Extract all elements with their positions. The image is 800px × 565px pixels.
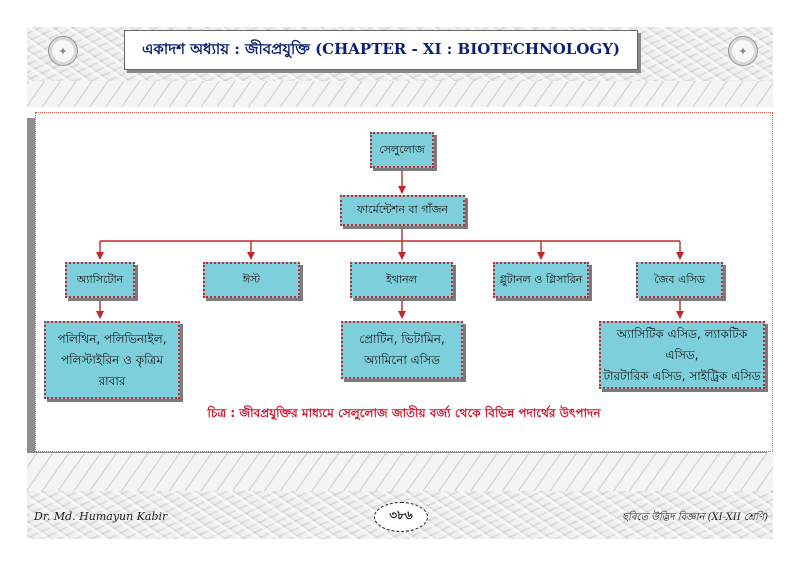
node-ethanol: ইথানল [350,262,453,298]
panel-shadow-left [27,118,35,458]
chapter-title: একাদশ অধ্যায় : জীবপ্রযুক্তি (CHAPTER - … [141,39,621,58]
node-acetone-derivatives: পলিথিন, পলিভিনাইল, পলিস্টাইরিন ও কৃত্রিম… [44,321,180,399]
node-glutanol-glycerin-label: গ্লুটানল ও গ্লিসারিন [499,272,583,286]
decorative-stripe-top [27,81,773,107]
page-number-badge: ৩৮৬ [374,502,428,532]
footer-book-title: ছবিতে উদ্ভিদ বিজ্ঞান (XI-XII শ্রেণি) [621,512,768,523]
footer-author: Dr. Md. Humayun Kabir [34,510,168,523]
node-yeast-label: ঈস্ট [242,272,261,286]
node-organic-acid: জৈব এসিড [636,262,723,298]
chapter-title-box: একাদশ অধ্যায় : জীবপ্রযুক্তি (CHAPTER - … [124,30,638,70]
node-ethanol-label: ইথানল [386,272,417,286]
right-calligraphy-emblem-icon: ✦ [728,36,758,66]
node-yeast: ঈস্ট [203,262,300,298]
page-number: ৩৮৬ [389,508,413,522]
node-organic-acid-derivatives: অ্যাসিটিক এসিড, ল্যাকটিক এসিড, টারটারিক … [599,321,765,389]
node-ethanol-derivatives: প্রোটিন, ভিটামিন, অ্যামিনো এসিড [341,321,463,379]
organic-acid-derivatives-line-2: টারটারিক এসিড, সাইট্রিক এসিড [603,368,761,383]
node-cellulose-label: সেলুলোজ [379,142,425,156]
left-calligraphy-emblem-icon: ✦ [48,36,78,66]
node-acetone: অ্যাসিটোন [65,262,135,298]
node-glutanol-glycerin: গ্লুটানল ও গ্লিসারিন [493,262,589,298]
ethanol-derivatives-line-2: অ্যামিনো এসিড [363,353,441,367]
node-acetone-label: অ্যাসিটোন [76,272,124,286]
acetone-derivatives-line-2: পলিস্টাইরিন ও কৃত্রিম রাবার [60,352,164,388]
decorative-stripe-bottom [27,453,773,491]
acetone-derivatives-line-1: পলিথিন, পলিভিনাইল, [57,331,167,346]
node-organic-acid-label: জৈব এসিড [654,272,705,286]
node-cellulose: সেলুলোজ [370,132,434,168]
node-fermentation: ফার্মেন্টেশন বা গাঁজন [340,195,465,226]
node-fermentation-label: ফার্মেন্টেশন বা গাঁজন [356,203,449,216]
ethanol-derivatives-line-1: প্রোটিন, ভিটামিন, [359,332,445,346]
figure-caption: চিত্র : জীবপ্রযুক্তির মাধ্যমে সেলুলোজ জা… [207,406,601,420]
organic-acid-derivatives-line-1: অ্যাসিটিক এসিড, ল্যাকটিক এসিড, [616,326,748,362]
